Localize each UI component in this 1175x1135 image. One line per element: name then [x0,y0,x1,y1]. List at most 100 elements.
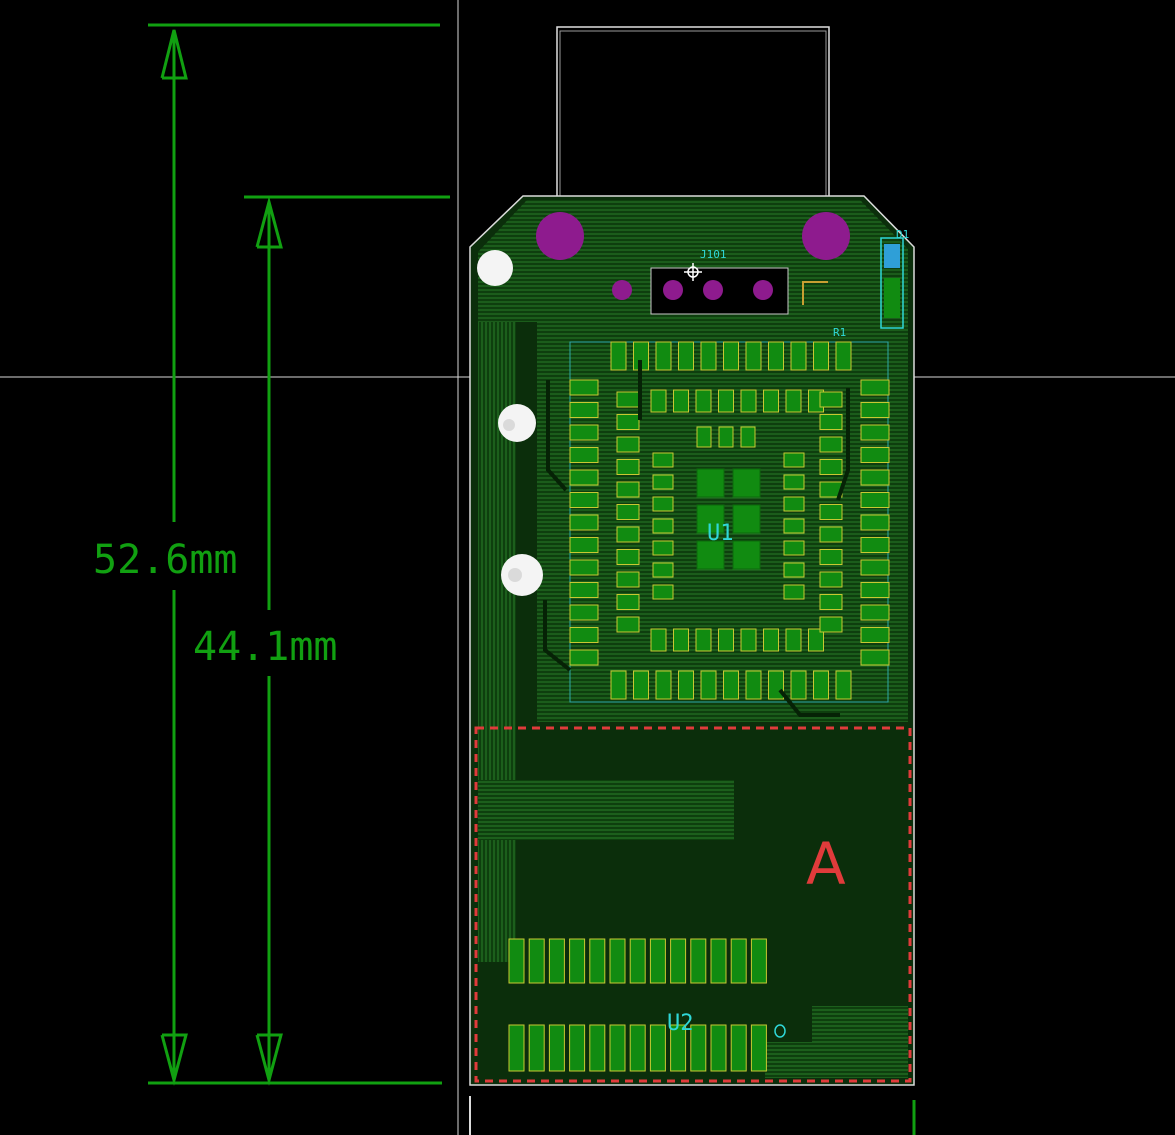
u1-pad[interactable] [860,537,890,553]
u1-pad[interactable] [569,649,599,666]
u1-pad[interactable] [616,594,640,610]
u1-pad[interactable] [860,379,890,396]
u1-pad[interactable] [768,670,784,700]
u2-pad[interactable] [609,938,626,984]
u1-pad[interactable] [650,628,667,652]
u1-pad[interactable] [652,518,674,534]
u2-pad[interactable] [750,938,767,984]
side-component[interactable] [880,237,904,329]
u1-pad[interactable] [569,537,599,553]
u1-pad[interactable] [569,402,599,418]
u1-pad[interactable] [718,389,734,413]
u1-pad[interactable] [569,379,599,396]
u1-pad[interactable] [860,424,890,441]
u1-pad[interactable] [860,469,890,486]
u1-pad[interactable] [813,341,829,371]
u2-pad[interactable] [569,938,586,984]
u1-pad[interactable] [678,341,694,371]
u1-pad[interactable] [790,341,807,371]
u1-pad[interactable] [860,492,890,508]
u1-pad[interactable] [860,649,890,666]
u1-pad[interactable] [673,628,689,652]
u1-pad[interactable] [569,627,599,643]
u1-pad[interactable] [819,414,843,430]
u1-pad[interactable] [633,670,649,700]
u1-pad[interactable] [740,426,756,448]
u1-pad[interactable] [860,514,890,531]
u1-pad[interactable] [819,571,843,588]
u1-pad[interactable] [616,459,640,475]
u1-pad[interactable] [723,670,739,700]
u1-pad[interactable] [819,616,843,633]
u2-pad[interactable] [670,1024,687,1072]
u2-pad[interactable] [649,938,666,984]
u1-pad[interactable] [616,436,640,453]
u2-pads[interactable] [508,938,767,1072]
u1-pad[interactable] [652,496,674,512]
u1-pad[interactable] [610,341,627,371]
u1-pad[interactable] [835,670,852,700]
u1-pad[interactable] [819,459,843,475]
u1-pad[interactable] [695,628,712,652]
u1-pad[interactable] [783,452,805,468]
u1-pad[interactable] [655,670,672,700]
u1-pad[interactable] [819,391,843,408]
u1-pad[interactable] [783,474,805,490]
u1-pad[interactable] [723,341,739,371]
u1-pad[interactable] [652,474,674,490]
u1-pad[interactable] [783,562,805,578]
u1-pad[interactable] [616,504,640,520]
u2-pad[interactable] [710,1024,727,1072]
u1-pad[interactable] [808,628,824,652]
u1-pad[interactable] [673,389,689,413]
u1-pad[interactable] [696,426,712,448]
u1-pad[interactable] [569,604,599,621]
u1-pad[interactable] [740,389,757,413]
usb-receptacle[interactable] [612,267,828,315]
u1-pad[interactable] [569,424,599,441]
u1-pad[interactable] [569,492,599,508]
u1-pad[interactable] [652,540,674,556]
u2-pad[interactable] [589,938,606,984]
u1-pad[interactable] [860,627,890,643]
u1-pad[interactable] [718,628,734,652]
u1-pad[interactable] [569,447,599,463]
u1-pad[interactable] [616,571,640,588]
u1-pad[interactable] [860,402,890,418]
u1-pad[interactable] [860,559,890,576]
u1-pad[interactable] [745,670,762,700]
u1-pad[interactable] [695,389,712,413]
u2-pad[interactable] [528,938,545,984]
u1-pad[interactable] [819,549,843,565]
u2-pad[interactable] [548,938,565,984]
u1-pad[interactable] [616,616,640,633]
u1-pad[interactable] [813,670,829,700]
u1-pad[interactable] [569,559,599,576]
u1-pad[interactable] [763,389,779,413]
keepout-zone[interactable] [474,726,912,1083]
u2-pad[interactable] [649,1024,666,1072]
u2-pad[interactable] [569,1024,586,1072]
u1-pad[interactable] [745,341,762,371]
u2-pad[interactable] [629,938,646,984]
u2-pad[interactable] [508,938,525,984]
u1-pad[interactable] [616,414,640,430]
u1-pad[interactable] [783,584,805,600]
u1-thermal-pads[interactable] [696,468,761,570]
u1-pad[interactable] [655,341,672,371]
u1-pad[interactable] [783,540,805,556]
u1-pad[interactable] [819,526,843,543]
u1-pad[interactable] [790,670,807,700]
u1-pad[interactable] [783,518,805,534]
u1-pad[interactable] [763,628,779,652]
u1-pad[interactable] [785,389,802,413]
u1-pad[interactable] [700,341,717,371]
u2-pad[interactable] [629,1024,646,1072]
u1-pad[interactable] [678,670,694,700]
u2-pad[interactable] [528,1024,545,1072]
u1-pad[interactable] [860,604,890,621]
u2-pad[interactable] [750,1024,767,1072]
u1-pad[interactable] [616,526,640,543]
u1-pad[interactable] [616,391,640,408]
u1-pad[interactable] [835,341,852,371]
